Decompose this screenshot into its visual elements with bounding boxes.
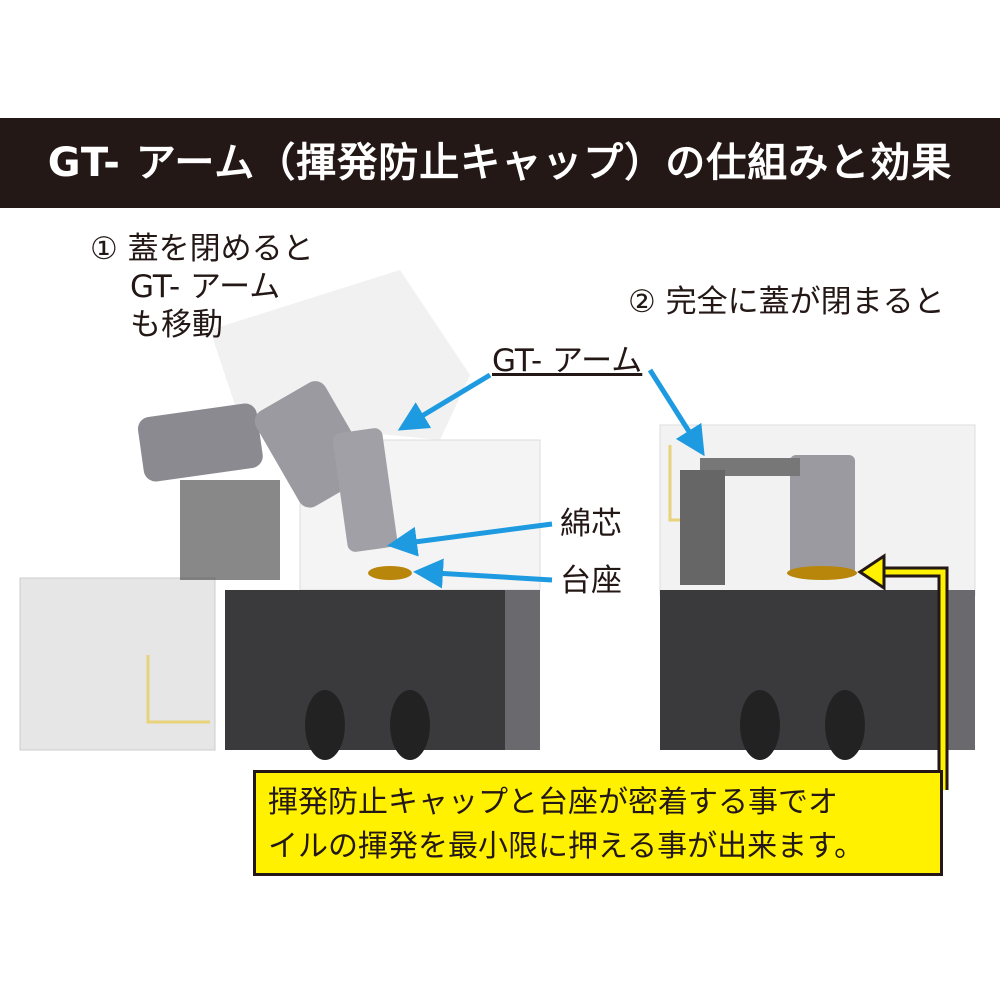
body-edge: [505, 590, 540, 750]
gt-arm-cap: [332, 428, 398, 552]
yellow-arrow: [857, 553, 949, 790]
step1-line3: も移動: [130, 307, 223, 343]
base-seat: [787, 566, 857, 580]
hinge: [680, 470, 725, 585]
base-seat: [368, 566, 412, 580]
hinge-barrel: [137, 403, 263, 482]
page-title: GT- アーム（揮発防止キャップ）の仕組みと効果: [0, 118, 1000, 208]
step2-text: 完全に蓋が閉まると: [665, 284, 945, 320]
arrow-base: [413, 558, 553, 589]
label-wick: 綿芯: [560, 506, 622, 542]
step2-caption: ② 完全に蓋が閉まると: [628, 283, 945, 321]
note-line1: 揮発防止キャップと台座が密着する事でオ: [268, 785, 838, 820]
lighter-body: [225, 590, 540, 750]
label-gt-arm: GT- アーム: [492, 343, 643, 379]
lighter-body: [660, 590, 975, 750]
note-line2: イルの揮発を最小限に押える事が出来ます。: [268, 829, 865, 864]
arrow-wick: [387, 521, 553, 557]
gt-arm-cap: [790, 455, 855, 575]
penguin-emblem: [390, 690, 430, 760]
step1-line1: 蓋を閉めると: [127, 231, 314, 267]
hinge: [180, 480, 280, 580]
arrow-gt-arm-right: [647, 368, 705, 457]
left-lighter: [19, 270, 541, 760]
closing-lid: [210, 270, 470, 440]
explanation-note: 揮発防止キャップと台座が密着する事でオ イルの揮発を最小限に押える事が出来ます。: [253, 770, 943, 876]
step1-line2: GT- アーム: [130, 269, 281, 305]
lid-decoration: [146, 655, 210, 724]
penguin-emblem: [825, 690, 865, 760]
step-number: ①: [90, 231, 118, 267]
step1-caption: ① 蓋を閉めると GT- アーム も移動: [90, 230, 314, 344]
arrow-gt-arm-left: [397, 372, 492, 431]
open-lid: [19, 577, 216, 751]
step-number: ②: [628, 284, 656, 320]
penguin-emblem: [740, 690, 780, 760]
penguin-emblem: [305, 690, 345, 760]
label-base: 台座: [560, 563, 622, 599]
right-lighter: [659, 424, 976, 760]
blue-arrows: [387, 368, 705, 589]
